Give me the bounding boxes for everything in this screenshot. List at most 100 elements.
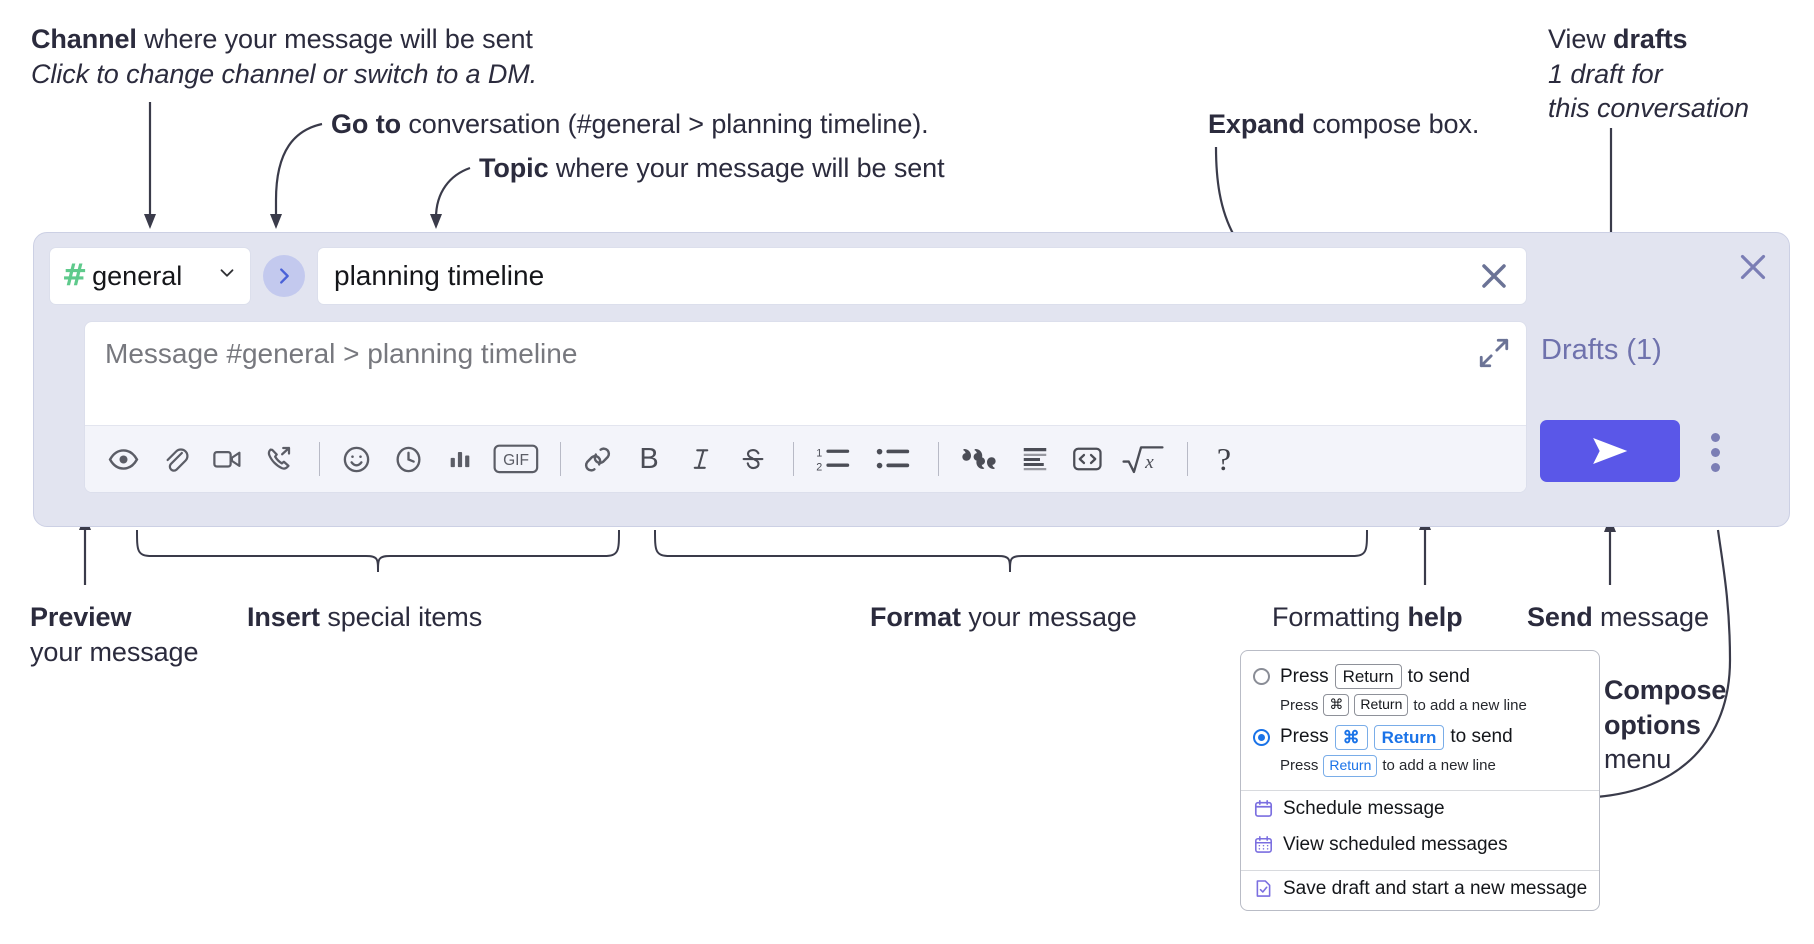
bold-icon[interactable]: B xyxy=(625,435,673,483)
ordered-list-one: 1 xyxy=(816,447,822,459)
gif-label: GIF xyxy=(503,452,529,469)
annotation-compose-options-rest: menu xyxy=(1604,744,1672,775)
annotation-drafts-italic2: this conversation xyxy=(1548,93,1749,124)
formatting-toolbar: GIF B xyxy=(85,425,1526,492)
compose-panel: # general planning timeline Message #gen… xyxy=(33,232,1790,527)
audio-call-icon[interactable] xyxy=(255,435,303,483)
option2-sub-pre: Press xyxy=(1280,757,1319,775)
help-label: ? xyxy=(1216,441,1232,477)
option1-sub-key-return: Return xyxy=(1354,694,1409,716)
clock-icon[interactable] xyxy=(384,435,432,483)
send-option-cmd-return-sub: Press Return to add a new line xyxy=(1241,753,1599,783)
annotation-preview: Preview your message xyxy=(30,600,198,669)
annotation-expand-bold: Expand xyxy=(1208,109,1305,139)
annotation-format-bold: Format xyxy=(870,602,961,632)
radio-cmd-return[interactable] xyxy=(1253,728,1270,746)
option1-pre: Press xyxy=(1280,665,1329,687)
chevron-down-icon xyxy=(216,262,238,290)
topic-input[interactable]: planning timeline xyxy=(317,247,1527,305)
option2-sub-key-return: Return xyxy=(1323,755,1378,777)
radio-return[interactable] xyxy=(1253,668,1270,686)
option1-key-return: Return xyxy=(1334,664,1402,690)
blockquote-icon[interactable] xyxy=(951,435,1007,483)
menu-divider-1 xyxy=(1241,789,1599,791)
annotation-insert-bold: Insert xyxy=(247,602,320,632)
option2-pre: Press xyxy=(1280,726,1329,748)
option2-post: to send xyxy=(1450,726,1513,748)
annotation-goto: Go to conversation (#general > planning … xyxy=(331,107,929,142)
annotation-compose-options-bold1: Compose xyxy=(1604,675,1727,705)
code-block-icon[interactable] xyxy=(1011,435,1059,483)
option2-key-cmd: ⌘ xyxy=(1334,724,1368,750)
hash-icon: # xyxy=(62,258,88,293)
message-placeholder: Message #general > planning timeline xyxy=(105,338,578,369)
annotation-preview-rest: your message xyxy=(30,636,199,667)
expand-compose-icon[interactable] xyxy=(1477,336,1511,370)
calendar-grid-icon xyxy=(1253,834,1274,855)
annotation-drafts-pre: View xyxy=(1548,24,1614,54)
annotation-channel-bold: Channel xyxy=(31,24,137,54)
annotation-goto-bold: Go to xyxy=(331,109,401,139)
menu-divider-2 xyxy=(1241,869,1599,871)
menu-item-view-scheduled-label: View scheduled messages xyxy=(1283,833,1508,855)
message-input-container[interactable]: Message #general > planning timeline xyxy=(84,321,1527,493)
annotation-format: Format your message xyxy=(870,600,1137,635)
latex-icon[interactable]: x xyxy=(1115,435,1171,483)
compose-options-button[interactable] xyxy=(1700,425,1730,479)
preview-icon[interactable] xyxy=(99,435,147,483)
drafts-link[interactable]: Drafts (1) xyxy=(1541,334,1662,366)
compose-header-row: # general planning timeline xyxy=(49,247,1527,305)
annotation-help: Formatting help xyxy=(1272,600,1463,635)
send-option-return[interactable]: Press Return to send xyxy=(1241,661,1599,692)
annotation-topic: Topic where your message will be sent xyxy=(479,151,945,186)
video-icon[interactable] xyxy=(203,435,251,483)
menu-item-schedule-message-label: Schedule message xyxy=(1283,797,1445,819)
close-compose-icon[interactable] xyxy=(1735,249,1771,285)
menu-item-view-scheduled[interactable]: View scheduled messages xyxy=(1241,827,1599,863)
annotation-channel-rest: where your message will be sent xyxy=(136,24,533,54)
goto-conversation-button[interactable] xyxy=(263,255,305,297)
chevron-right-icon xyxy=(280,268,289,284)
menu-item-save-draft-label: Save draft and start a new message xyxy=(1283,877,1588,899)
more-vertical-dot-2 xyxy=(1710,447,1720,457)
link-icon[interactable] xyxy=(573,435,621,483)
annotation-help-bold: help xyxy=(1407,602,1463,632)
annotation-compose-options-bold2: options xyxy=(1604,709,1701,740)
ordered-list-icon[interactable]: 1 2 xyxy=(806,435,862,483)
strikethrough-icon[interactable] xyxy=(729,435,777,483)
bulleted-list-icon[interactable] xyxy=(866,435,922,483)
ordered-list-two: 2 xyxy=(816,461,822,473)
topic-value: planning timeline xyxy=(334,260,545,291)
bold-label: B xyxy=(639,442,659,475)
toolbar-divider-2 xyxy=(560,442,561,476)
annotation-send: Send message xyxy=(1527,600,1709,635)
menu-item-schedule-message[interactable]: Schedule message xyxy=(1241,791,1599,827)
channel-name: general xyxy=(92,260,183,291)
clear-topic-icon[interactable] xyxy=(1474,256,1514,296)
option2-sub-post: to add a new line xyxy=(1382,757,1496,775)
gif-icon[interactable]: GIF xyxy=(488,435,544,483)
menu-item-save-draft[interactable]: Save draft and start a new message xyxy=(1241,871,1599,910)
annotation-channel-italic: Click to change channel or switch to a D… xyxy=(31,58,538,89)
toolbar-divider-1 xyxy=(319,442,320,476)
italic-icon[interactable] xyxy=(677,435,725,483)
code-icon[interactable] xyxy=(1063,435,1111,483)
annotation-compose-options: Compose options menu xyxy=(1604,673,1726,777)
more-vertical-dot-3 xyxy=(1710,462,1720,472)
annotation-goto-rest: conversation (#general > planning timeli… xyxy=(400,109,929,139)
annotation-topic-bold: Topic xyxy=(479,153,549,183)
annotation-send-bold: Send xyxy=(1527,602,1593,632)
attachment-icon[interactable] xyxy=(151,435,199,483)
annotation-insert: Insert special items xyxy=(247,600,482,635)
channel-select[interactable]: # general xyxy=(49,247,251,305)
send-button[interactable] xyxy=(1540,420,1680,482)
annotation-drafts: View drafts 1 draft for this conversatio… xyxy=(1548,22,1749,126)
send-option-cmd-return[interactable]: Press ⌘ Return to send xyxy=(1241,722,1599,753)
toolbar-divider-4 xyxy=(938,442,939,476)
help-icon[interactable]: ? xyxy=(1200,435,1248,483)
annotation-drafts-bold: drafts xyxy=(1613,24,1688,54)
option2-key-return: Return xyxy=(1373,724,1445,750)
poll-icon[interactable] xyxy=(436,435,484,483)
annotation-expand: Expand compose box. xyxy=(1208,107,1479,142)
emoji-icon[interactable] xyxy=(332,435,380,483)
